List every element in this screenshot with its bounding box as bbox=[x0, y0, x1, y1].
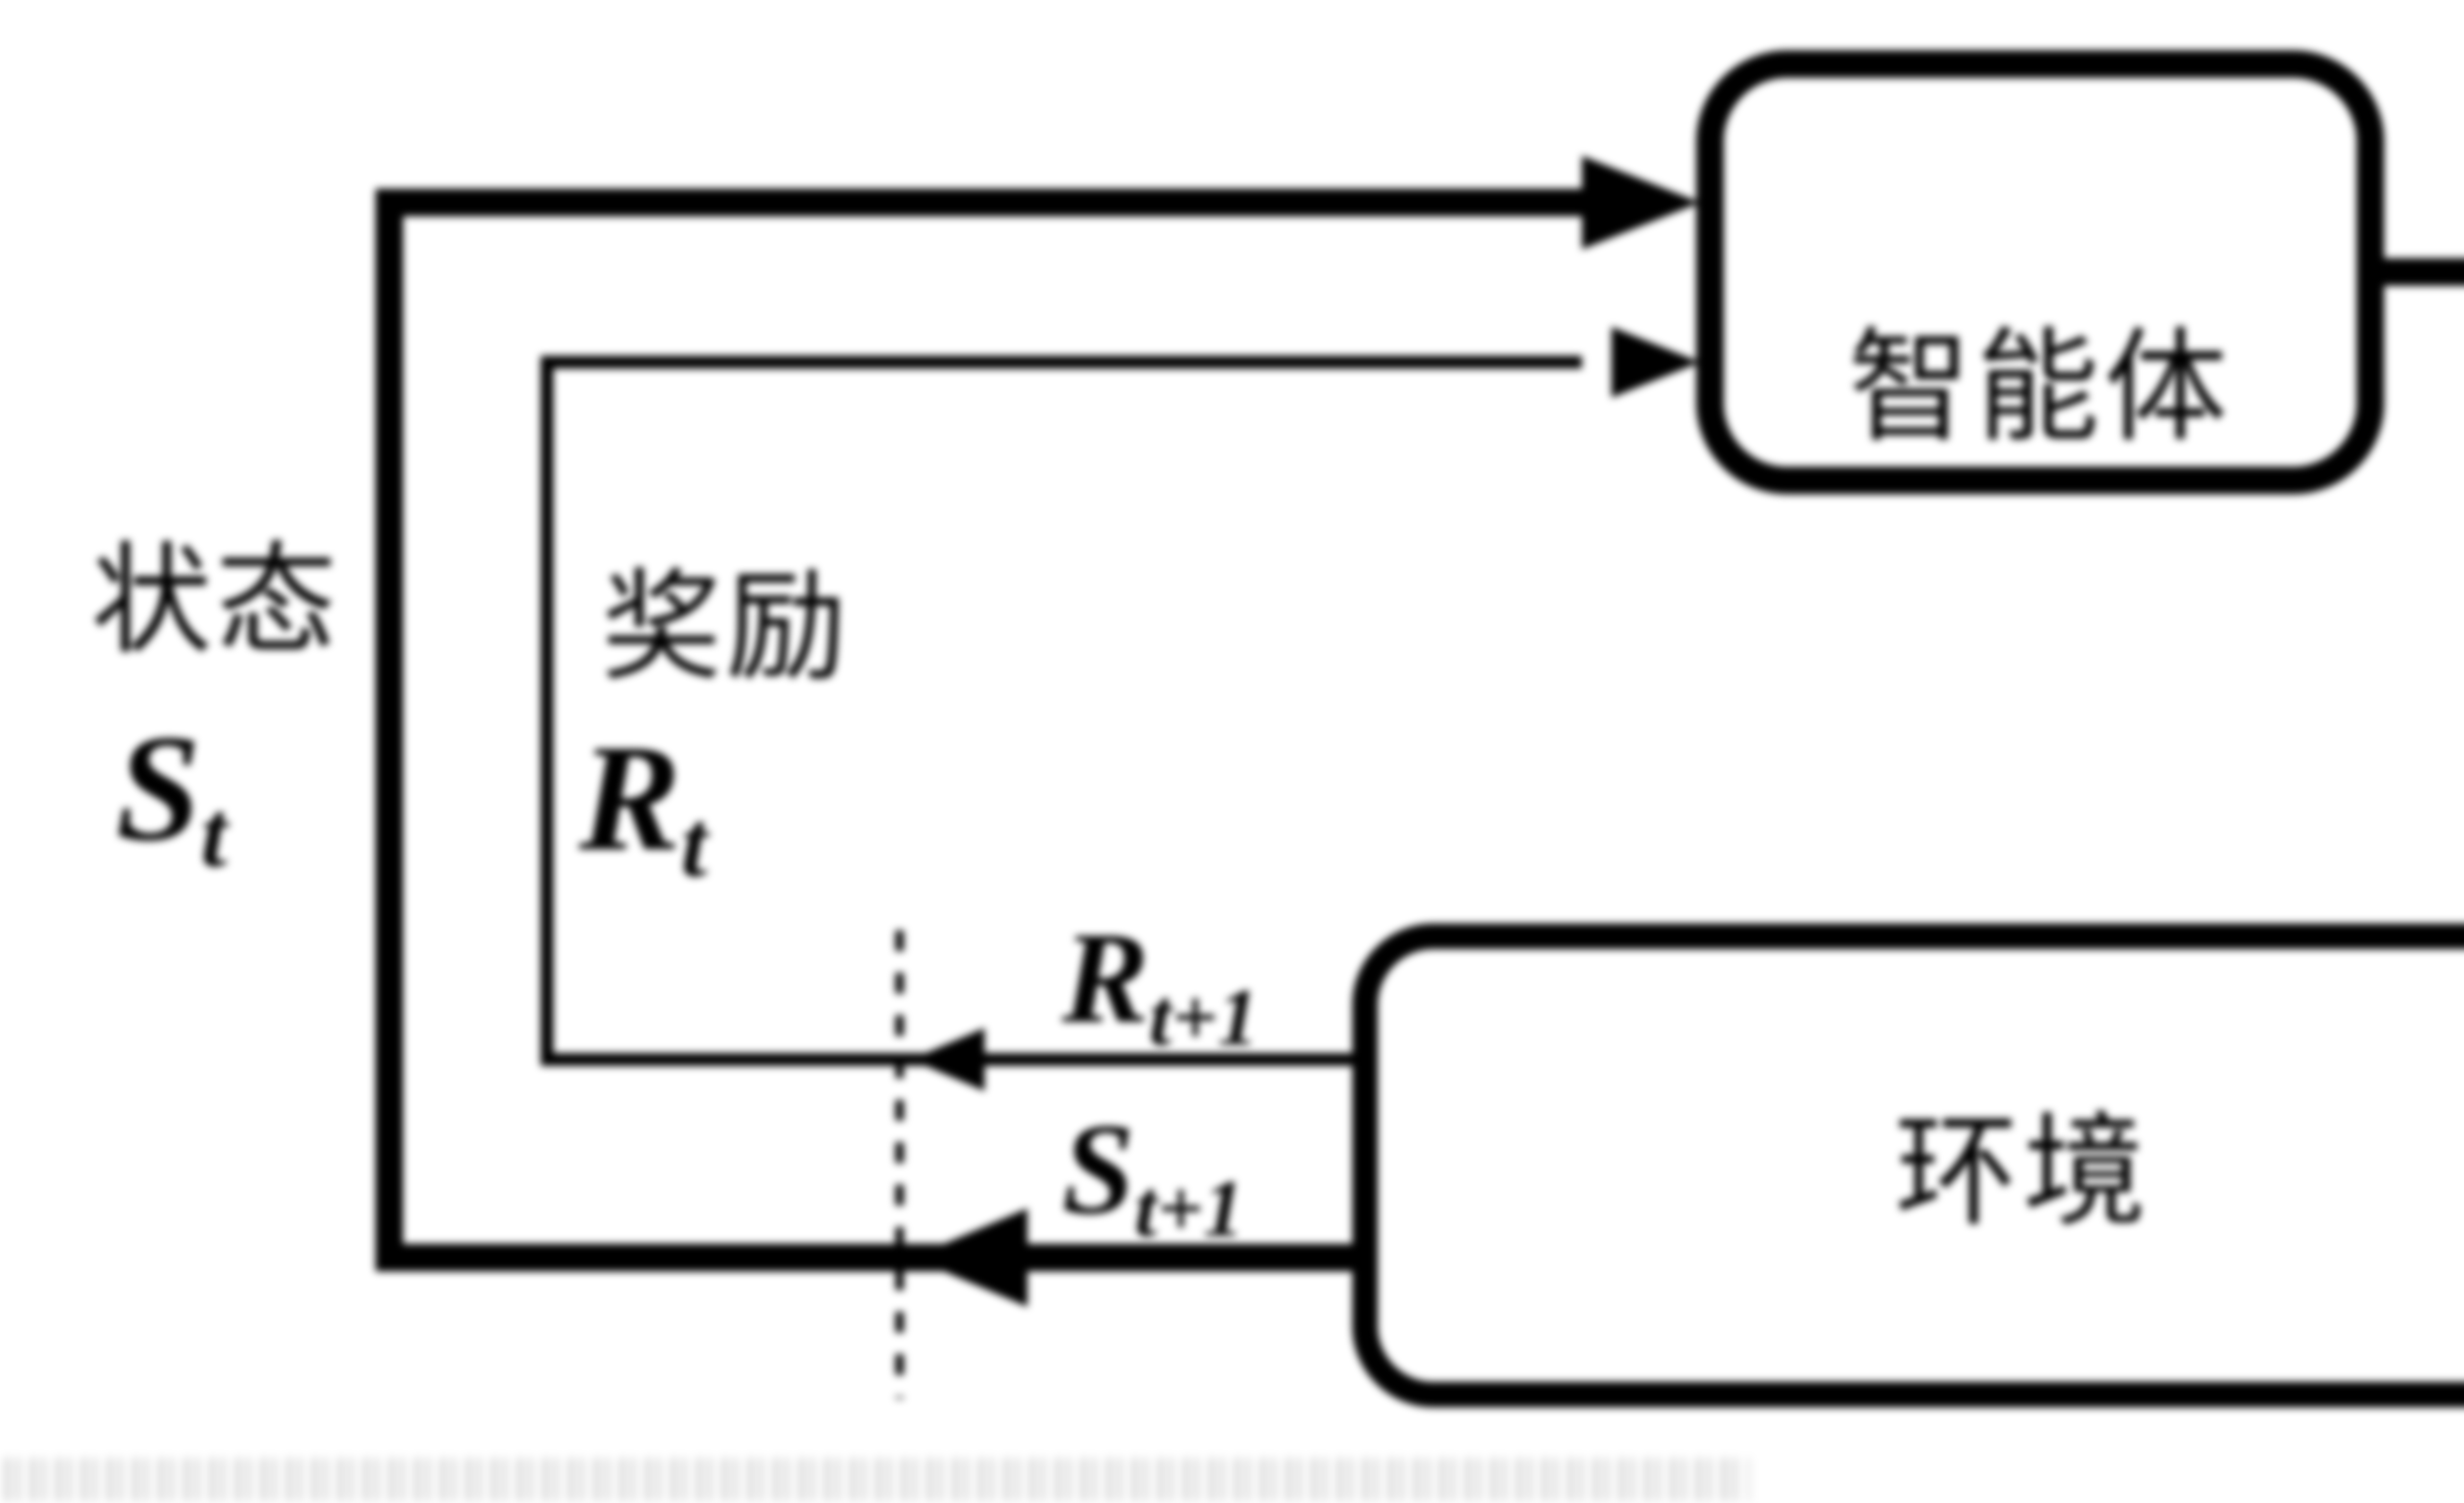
state-symbol: St bbox=[116, 712, 227, 882]
reward-arrowhead-icon bbox=[1611, 327, 1700, 398]
environment-box: 环境 bbox=[1352, 923, 2464, 1407]
state-next-symbol-subscript: t+1 bbox=[1134, 1163, 1244, 1253]
environment-box-label: 环境 bbox=[1895, 1105, 2151, 1241]
reward-symbol-base: R bbox=[579, 714, 681, 883]
reward-line-vertical bbox=[541, 356, 553, 1066]
action-line-from-agent bbox=[2375, 258, 2464, 286]
state-label: 状态 bbox=[91, 535, 341, 668]
state-next-symbol-base: S bbox=[1062, 1097, 1135, 1241]
state-next-symbol: St+1 bbox=[1062, 1104, 1244, 1249]
reward-line-to-agent bbox=[541, 356, 1582, 369]
reward-label: 奖励 bbox=[601, 561, 851, 695]
reward-next-symbol-base: R bbox=[1062, 906, 1149, 1050]
reward-next-symbol-subscript: t+1 bbox=[1149, 972, 1259, 1062]
state-next-line-from-environment bbox=[376, 1244, 1355, 1271]
agent-box-label: 智能体 bbox=[1848, 320, 2232, 457]
agent-box: 智能体 bbox=[1696, 50, 2384, 494]
state-next-arrowhead-icon bbox=[912, 1208, 1027, 1307]
reward-symbol-subscript: t bbox=[681, 791, 708, 896]
timestep-separator-dashed-line bbox=[895, 930, 904, 1399]
state-line-vertical bbox=[376, 189, 403, 1271]
state-arrowhead-icon bbox=[1582, 156, 1700, 249]
reward-symbol: Rt bbox=[579, 722, 707, 891]
reward-next-symbol: Rt+1 bbox=[1062, 913, 1258, 1058]
state-symbol-subscript: t bbox=[201, 781, 227, 887]
state-line-to-agent bbox=[376, 189, 1582, 216]
state-symbol-base: S bbox=[116, 704, 201, 873]
cropped-caption-remnant bbox=[5, 1458, 1749, 1501]
reward-next-arrowhead-icon bbox=[911, 1028, 985, 1091]
